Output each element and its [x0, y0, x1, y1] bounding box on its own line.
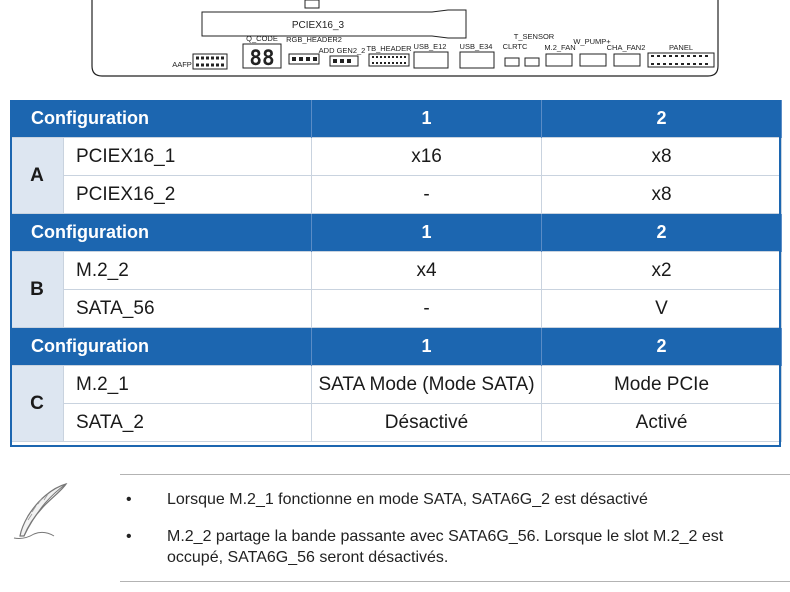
section-b-header: Configuration 1 2 — [9, 213, 783, 252]
section-a-header: Configuration 1 2 — [9, 100, 783, 138]
config-1-value: x4 — [311, 251, 543, 290]
pcie-bracket — [304, 0, 320, 9]
row-name: PCIEX16_2 — [62, 175, 313, 214]
m2-fan-label: M.2_FAN — [544, 43, 575, 52]
row-name: M.2_1 — [62, 365, 313, 404]
notes-box: • Lorsque M.2_1 fonctionne en mode SATA,… — [120, 474, 790, 582]
config-1-value: x16 — [311, 137, 543, 176]
aafp-label: AAFP — [172, 60, 192, 69]
column-2-header: 2 — [541, 213, 783, 252]
m2-fan-connector — [545, 53, 573, 67]
row-name: SATA_2 — [62, 403, 313, 442]
tb-header-pins — [368, 53, 410, 67]
column-1-header: 1 — [311, 213, 543, 252]
config-1-value: Désactivé — [311, 403, 543, 442]
group-label-c: C — [10, 365, 64, 442]
usb-e34-label: USB_E34 — [460, 42, 493, 51]
configuration-header: Configuration — [9, 327, 313, 366]
clrtc-pins — [504, 57, 520, 67]
q-code-label: Q_CODE — [246, 34, 278, 43]
add-gen2-2-label: ADD GEN2_2 — [319, 46, 366, 55]
t-sensor-pins — [524, 57, 540, 67]
config-2-value: V — [541, 289, 783, 328]
note-text: M.2_2 partage la bande passante avec SAT… — [167, 528, 724, 566]
table-row: SATA_2 Désactivé Activé — [11, 403, 783, 442]
note-text: Lorsque M.2_1 fonctionne en mode SATA, S… — [167, 491, 648, 508]
w-pump-connector — [579, 53, 607, 67]
usb-e34-connector — [459, 51, 495, 69]
cha-fan2-connector — [613, 53, 641, 67]
config-1-value: - — [311, 175, 543, 214]
table-row: A PCIEX16_1 x16 x8 — [10, 137, 783, 214]
config-2-value: x8 — [541, 175, 783, 214]
table-row: SATA_56 - V — [11, 289, 783, 328]
bullet: • — [126, 491, 132, 508]
q-code-digits: 88 — [249, 46, 274, 70]
table-row: C M.2_1 SATA Mode (Mode SATA) Mode PCIe — [10, 365, 783, 442]
column-1-header: 1 — [311, 100, 543, 138]
section-c-header: Configuration 1 2 — [9, 327, 783, 366]
column-2-header: 2 — [541, 100, 783, 138]
row-name: M.2_2 — [62, 251, 313, 290]
tb-header-label: TB_HEADER — [366, 44, 412, 53]
usb-e12-label: USB_E12 — [414, 42, 447, 51]
pciex16-3-slot — [201, 9, 467, 39]
pciex16-3-label: PCIEX16_3 — [292, 20, 345, 31]
config-2-value: x8 — [541, 137, 783, 176]
config-2-value: Activé — [541, 403, 783, 442]
config-2-value: Mode PCIe — [541, 365, 783, 404]
table-row: B M.2_2 x4 x2 — [10, 251, 783, 328]
panel-label: PANEL — [669, 43, 693, 52]
config-2-value: x2 — [541, 251, 783, 290]
configuration-table: Configuration 1 2 A PCIEX16_1 x16 x8 PCI… — [9, 100, 783, 442]
cha-fan2-label: CHA_FAN2 — [607, 43, 646, 52]
table-row: PCIEX16_2 - x8 — [11, 175, 783, 214]
clrtc-label: CLRTC — [503, 42, 528, 51]
row-name: PCIEX16_1 — [62, 137, 313, 176]
configuration-header: Configuration — [9, 213, 313, 252]
aafp-pins — [192, 53, 228, 70]
config-1-value: - — [311, 289, 543, 328]
column-1-header: 1 — [311, 327, 543, 366]
feather-pen-icon — [13, 482, 68, 539]
w-pump-label: W_PUMP+ — [573, 37, 611, 46]
panel-pins — [647, 52, 715, 68]
row-name: SATA_56 — [62, 289, 313, 328]
motherboard-diagram: PCIEX16_3 Q_CODE 88 RGB_HEADER2 ADD GEN2… — [91, 0, 719, 77]
q-code-display — [242, 43, 282, 69]
group-label-b: B — [10, 251, 64, 328]
usb-e12-connector — [413, 51, 449, 69]
column-2-header: 2 — [541, 327, 783, 366]
config-1-value: SATA Mode (Mode SATA) — [311, 365, 543, 404]
group-label-a: A — [10, 137, 64, 214]
add-gen2-2-pins — [329, 55, 359, 67]
configuration-header: Configuration — [9, 100, 313, 138]
rgb-header2-label: RGB_HEADER2 — [286, 35, 342, 44]
rgb-header2-pins — [288, 53, 320, 65]
bullet: • — [126, 528, 132, 545]
t-sensor-label: T_SENSOR — [514, 32, 555, 41]
